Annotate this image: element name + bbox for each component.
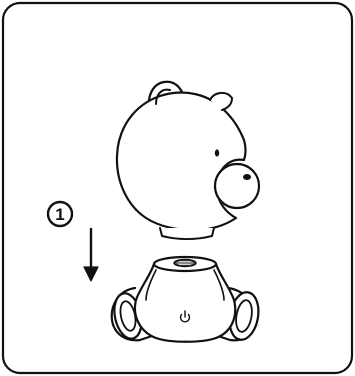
bear-eye (214, 149, 220, 157)
step-badge: 1 (46, 200, 74, 228)
bear-nose (243, 174, 251, 180)
bear-base (110, 255, 260, 343)
shoulder-line (145, 269, 225, 301)
bear-ear-inner (155, 88, 171, 105)
right-foot-pad (235, 299, 253, 333)
grill-holes (176, 261, 194, 265)
bear-head (115, 80, 261, 240)
step-number: 1 (55, 205, 64, 224)
down-arrow-icon (83, 227, 99, 282)
bear-snout (213, 162, 261, 210)
head-bump (209, 92, 233, 111)
head-collar (159, 227, 215, 240)
head-outline (115, 91, 247, 232)
step-circle-icon (46, 200, 74, 228)
torso (133, 262, 237, 343)
power-icon (179, 310, 191, 323)
